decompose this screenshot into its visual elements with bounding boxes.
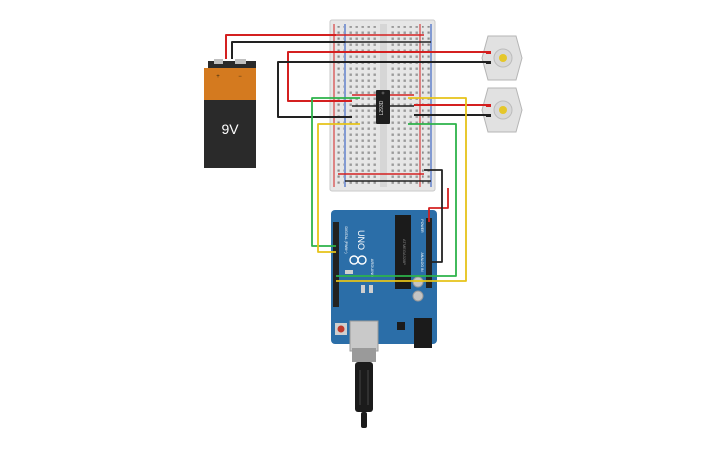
wire-arduino-5v[interactable] (428, 188, 449, 222)
motor-1[interactable] (481, 35, 523, 81)
motor-2[interactable] (481, 87, 523, 133)
arduino-power-header: POWER (420, 219, 424, 233)
arduino-model: UNO (356, 230, 366, 250)
wire-motor1-positive[interactable] (287, 51, 486, 102)
battery-9v[interactable]: 9V + − (204, 59, 256, 168)
arduino-chip-label: ATMEGA328P (402, 239, 407, 265)
arduino-uno[interactable]: ATMEGA328P UNO ARDUINO DIGITAL (PWM~) PO… (331, 210, 437, 352)
wire-battery-negative[interactable] (231, 41, 345, 59)
wire-signal-green-left[interactable] (311, 97, 360, 247)
wire-signal-green-right[interactable] (336, 123, 457, 277)
arduino-brand: ARDUINO (370, 259, 375, 277)
battery-terminal-positive: + (216, 74, 220, 80)
wire-signal-yellow-right[interactable] (336, 97, 467, 282)
wires (225, 34, 486, 282)
wire-arduino-gnd[interactable] (424, 169, 443, 263)
battery-label: 9V (221, 121, 239, 137)
usb-cable[interactable] (352, 348, 376, 428)
wire-signal-yellow-left[interactable] (317, 123, 360, 253)
wire-motor1-negative[interactable] (277, 61, 486, 118)
arduino-logo (349, 255, 367, 265)
motor-driver-label: L293D (379, 100, 385, 115)
arduino-digital-header: DIGITAL (PWM~) (344, 226, 348, 253)
motor-driver-chip[interactable]: L293D (376, 90, 390, 124)
reset-button[interactable] (337, 325, 345, 333)
battery-terminal-negative: − (238, 74, 242, 80)
arduino-analog-header: ANALOG IN (420, 252, 424, 272)
wire-battery-positive[interactable] (225, 34, 336, 59)
